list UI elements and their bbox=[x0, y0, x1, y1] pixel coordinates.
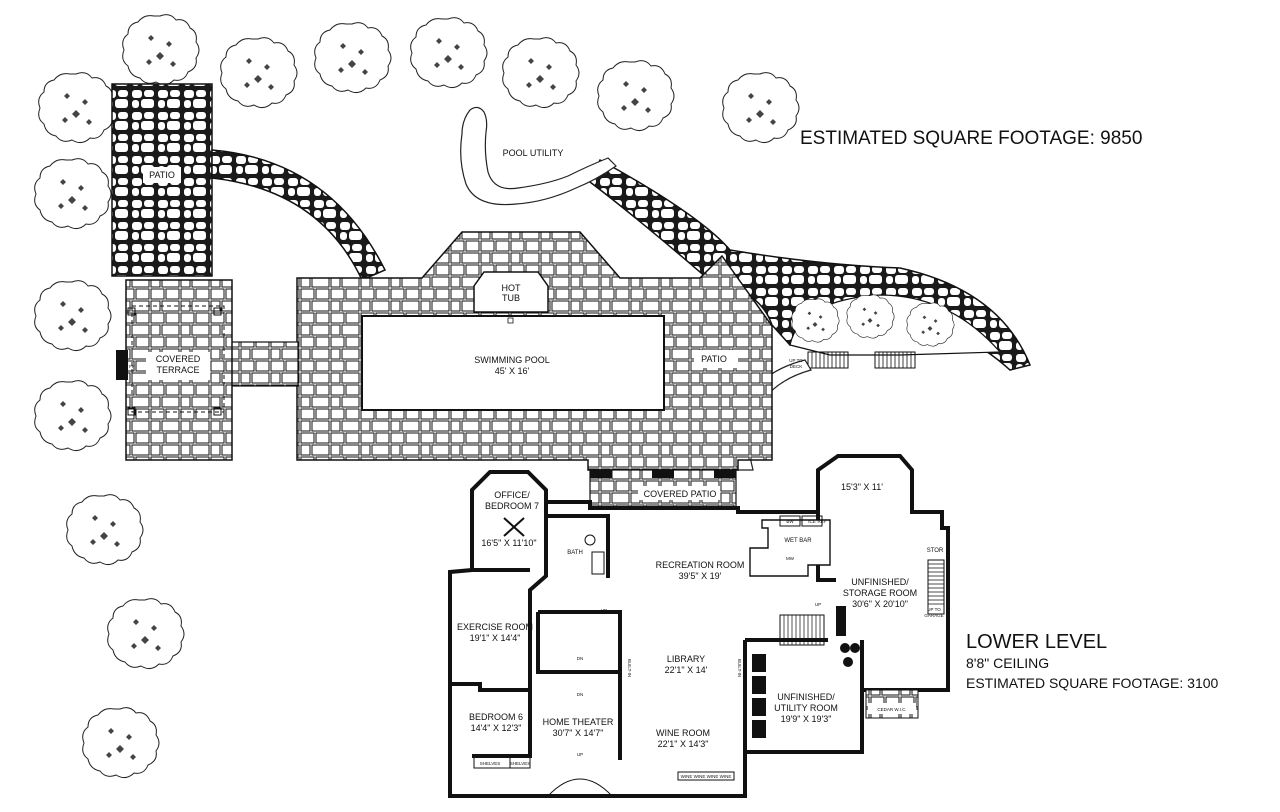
stairs-center bbox=[779, 614, 825, 646]
lower-level-title: LOWER LEVEL bbox=[966, 631, 1107, 653]
pool-name: SWIMMING POOL bbox=[474, 355, 550, 365]
exercise-room-dim: 19'1" X 14'4" bbox=[470, 633, 521, 643]
hot-tub-label: TUB bbox=[502, 293, 520, 303]
up-to-garage-label: UP TO bbox=[927, 607, 941, 612]
tree-icon bbox=[846, 294, 895, 339]
pool-utility-label: POOL UTILITY bbox=[503, 148, 564, 158]
deck-stairs bbox=[807, 351, 916, 369]
covered-patio-label: COVERED PATIO bbox=[644, 489, 717, 499]
tree-icon bbox=[502, 37, 580, 109]
bw-label: BW bbox=[786, 519, 794, 524]
tree-icon bbox=[122, 14, 200, 86]
fireplace bbox=[116, 350, 128, 380]
built-in-label: BUILT-IN bbox=[737, 659, 742, 677]
stairs-garage bbox=[927, 559, 945, 615]
office-label: OFFICE/ bbox=[494, 490, 530, 500]
covered-terrace-label: TERRACE bbox=[156, 365, 199, 375]
cedar-wic-label: CEDAR W.I.C. bbox=[877, 707, 906, 712]
dn-label: DN bbox=[577, 656, 584, 661]
shelves-label: SHELVES bbox=[510, 761, 530, 766]
unfinished-storage-label: STORAGE ROOM bbox=[843, 588, 917, 598]
home-theater-label: HOME THEATER bbox=[543, 717, 614, 727]
built-in-label: BUILT-IN bbox=[627, 659, 632, 677]
mw-label: MW bbox=[786, 556, 795, 561]
unfinished-utility-label: UTILITY ROOM bbox=[774, 703, 838, 713]
tree-icon bbox=[220, 37, 298, 109]
bath-label: BATH bbox=[567, 550, 583, 556]
tree-icon bbox=[906, 302, 955, 347]
ceiling-height: 8'8" CEILING bbox=[966, 655, 1049, 671]
home-theater-dim: 30'7" X 14'7" bbox=[553, 728, 604, 738]
wet-bar-label: WET BAR bbox=[784, 538, 812, 544]
wine-room-dim: 22'1" X 14'3" bbox=[658, 739, 709, 749]
walkway bbox=[227, 341, 299, 387]
covered-terrace-label: COVERED bbox=[156, 354, 201, 364]
up-to-deck-label: UP TO bbox=[789, 358, 803, 363]
patio-right-label: PATIO bbox=[701, 354, 727, 364]
covered-terrace: COVERED TERRACE FP bbox=[116, 279, 233, 461]
tree-icon bbox=[34, 380, 112, 452]
tree-icon bbox=[314, 22, 392, 94]
recreation-room-label: RECREATION ROOM bbox=[656, 560, 745, 570]
estimated-lower-sqft: ESTIMATED SQUARE FOOTAGE: 3100 bbox=[966, 675, 1219, 691]
room-dim-15: 15'3" X 11' bbox=[841, 482, 883, 492]
patio-label: PATIO bbox=[149, 170, 175, 180]
tree-icon bbox=[34, 158, 112, 230]
wine-rack-label: WINE WINE WINE WINE bbox=[681, 774, 732, 779]
office-dim: 16'5" X 11'10" bbox=[481, 538, 536, 548]
ice-label: ICE bbox=[808, 519, 816, 524]
unfinished-storage-dim: 30'6" X 20'10" bbox=[852, 599, 908, 609]
shelves-label: SHELVES bbox=[480, 761, 500, 766]
stone-wall-right bbox=[589, 158, 1032, 371]
tree-icon bbox=[722, 72, 800, 144]
tree-icon bbox=[82, 707, 160, 779]
pool-deck: SWIMMING POOL 45' X 16' HOT TUB PATIO UP… bbox=[296, 231, 803, 471]
up-to-garage-label: GARAGE bbox=[924, 613, 943, 618]
hot-tub-label: HOT bbox=[502, 283, 522, 293]
fp-label: FP bbox=[129, 364, 135, 369]
office-label: BEDROOM 7 bbox=[485, 501, 539, 511]
bedroom-6-label: BEDROOM 6 bbox=[469, 712, 523, 722]
unfinished-utility-dim: 19'9" X 19'3" bbox=[781, 714, 832, 724]
tree-icon bbox=[38, 72, 116, 144]
bedroom-6-dim: 14'4" X 12'3" bbox=[471, 723, 522, 733]
tree-icon bbox=[66, 494, 144, 566]
library-dim: 22'1" X 14' bbox=[665, 665, 708, 675]
tree-icon bbox=[34, 280, 112, 352]
stone-patio: PATIO bbox=[111, 83, 387, 281]
dn-label: DN bbox=[577, 692, 584, 697]
estimated-total-sqft: ESTIMATED SQUARE FOOTAGE: 9850 bbox=[800, 128, 1142, 149]
exercise-room-label: EXERCISE ROOM bbox=[457, 622, 533, 632]
up-label: UP bbox=[601, 608, 607, 613]
unfinished-storage-label: UNFINISHED/ bbox=[851, 577, 909, 587]
tree-icon bbox=[107, 598, 185, 670]
recreation-room-dim: 39'5" X 19' bbox=[679, 571, 722, 581]
lower-level-house: COVERED PATIO BW ICE REF WET BAR MW bbox=[448, 454, 950, 798]
up-label: UP bbox=[577, 752, 583, 757]
up-to-deck-label: DECK bbox=[790, 364, 803, 369]
up-label: UP bbox=[815, 602, 821, 607]
stor-label: STOR bbox=[927, 548, 944, 554]
ref-label: REF bbox=[818, 519, 827, 524]
wine-room-label: WINE ROOM bbox=[656, 728, 710, 738]
library-label: LIBRARY bbox=[667, 654, 705, 664]
tree-icon bbox=[410, 17, 488, 89]
lower-level-caption: LOWER LEVEL 8'8" CEILING ESTIMATED SQUAR… bbox=[966, 631, 1219, 691]
tree-icon bbox=[791, 298, 840, 343]
tree-icon bbox=[597, 60, 675, 132]
unfinished-utility-label: UNFINISHED/ bbox=[777, 692, 835, 702]
pool-utility-hedge: POOL UTILITY bbox=[460, 106, 617, 206]
pool-dim: 45' X 16' bbox=[495, 366, 530, 376]
